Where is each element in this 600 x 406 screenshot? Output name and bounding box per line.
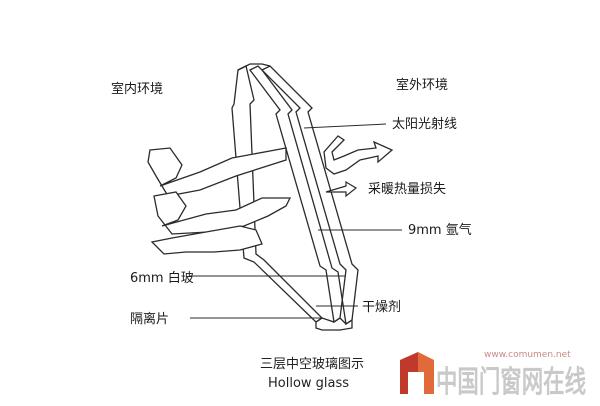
leader-sunlight [303, 123, 387, 129]
label-heating-loss: 采暖热量损失 [368, 182, 446, 197]
watermark: www.comumen.net 中国门窗网在线 [400, 350, 586, 400]
watermark-logo-icon [400, 352, 434, 394]
watermark-url: www.comumen.net [484, 350, 571, 360]
spacer-block [315, 317, 353, 331]
arrow-1 [147, 147, 287, 197]
label-spacer: 隔离片 [130, 311, 169, 327]
glass-top-edge [237, 63, 271, 71]
heat-loss-arrow [325, 180, 358, 198]
sunlight-arrow [323, 135, 394, 175]
caption-en: Hollow glass [268, 376, 349, 391]
label-indoor: 室内环境 [111, 81, 163, 97]
label-sunlight: 太阳光射线 [392, 116, 457, 132]
arrow-3 [150, 225, 263, 255]
watermark-brand: 中国门窗网在线 [436, 365, 586, 400]
label-argon: 9mm 氩气 [408, 222, 472, 238]
label-white-glass: 6mm 白玻 [130, 270, 194, 286]
arrow-2 [153, 191, 292, 235]
glass-panes [231, 63, 359, 331]
label-outdoor: 室外环境 [396, 77, 448, 93]
caption-cn: 三层中空玻璃图示 [260, 357, 364, 372]
label-desiccant: 干燥剂 [362, 300, 401, 315]
leader-lines [190, 123, 402, 319]
indoor-arrows [147, 147, 292, 255]
